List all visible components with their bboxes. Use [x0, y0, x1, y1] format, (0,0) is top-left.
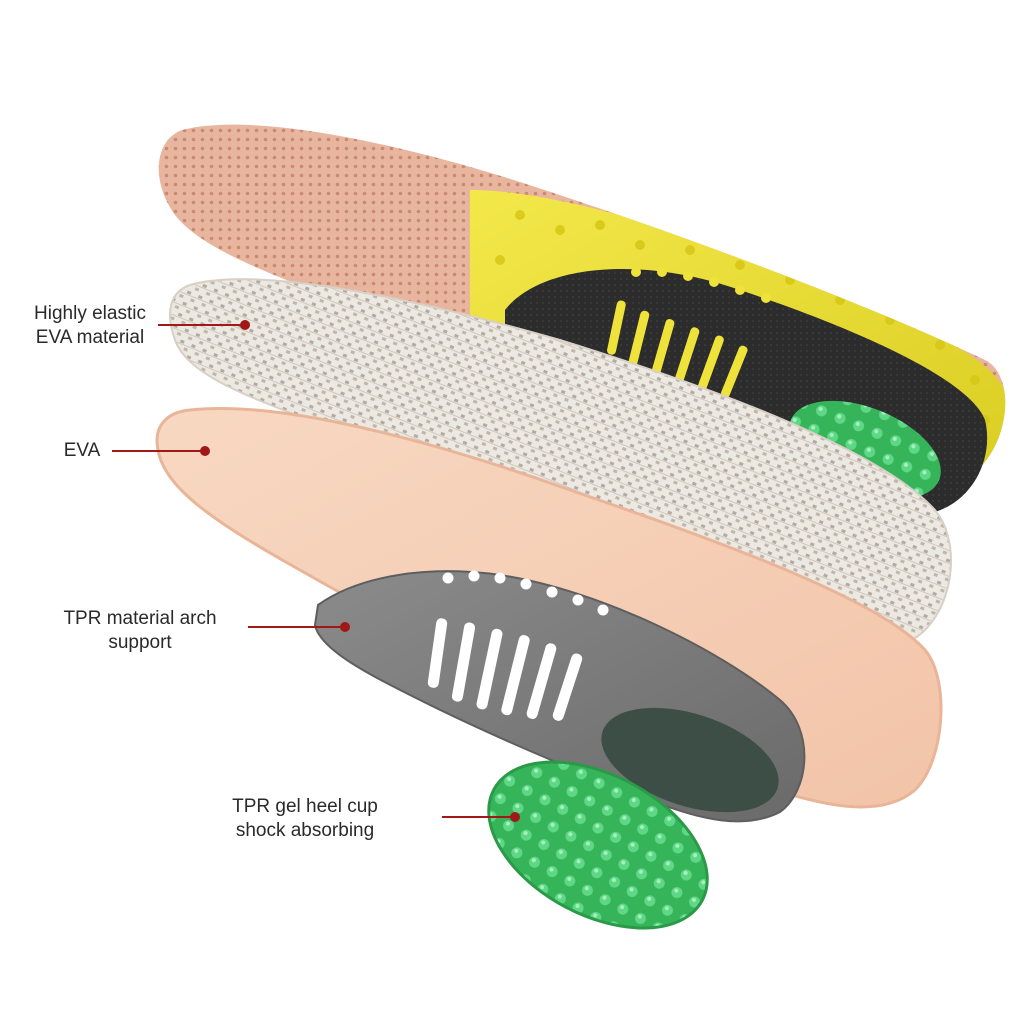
callout-line: EVA material [35, 327, 145, 348]
callout-eva: EVA [52, 439, 112, 463]
leader-lines [112, 320, 520, 822]
arch-slots-yellow [607, 267, 771, 398]
tpr-arch-support [313, 570, 806, 823]
callout-line: EVA [63, 440, 101, 461]
top-insole-layer [158, 124, 1006, 515]
callout-tpr-gel-heel-cup: TPR gel heel cup shock absorbing [210, 795, 400, 843]
callout-line: shock absorbing [235, 820, 375, 841]
callout-tpr-arch-support: TPR material arch support [40, 607, 240, 655]
callout-highly-elastic-eva: Highly elastic EVA material [20, 302, 160, 350]
callout-line: support [108, 632, 172, 653]
callout-line: TPR material arch [63, 608, 217, 629]
callout-line: TPR gel heel cup [232, 796, 378, 817]
arch-slots-white [427, 570, 609, 721]
callout-line: Highly elastic [34, 303, 146, 324]
tpr-gel-heel-cup [487, 760, 709, 930]
